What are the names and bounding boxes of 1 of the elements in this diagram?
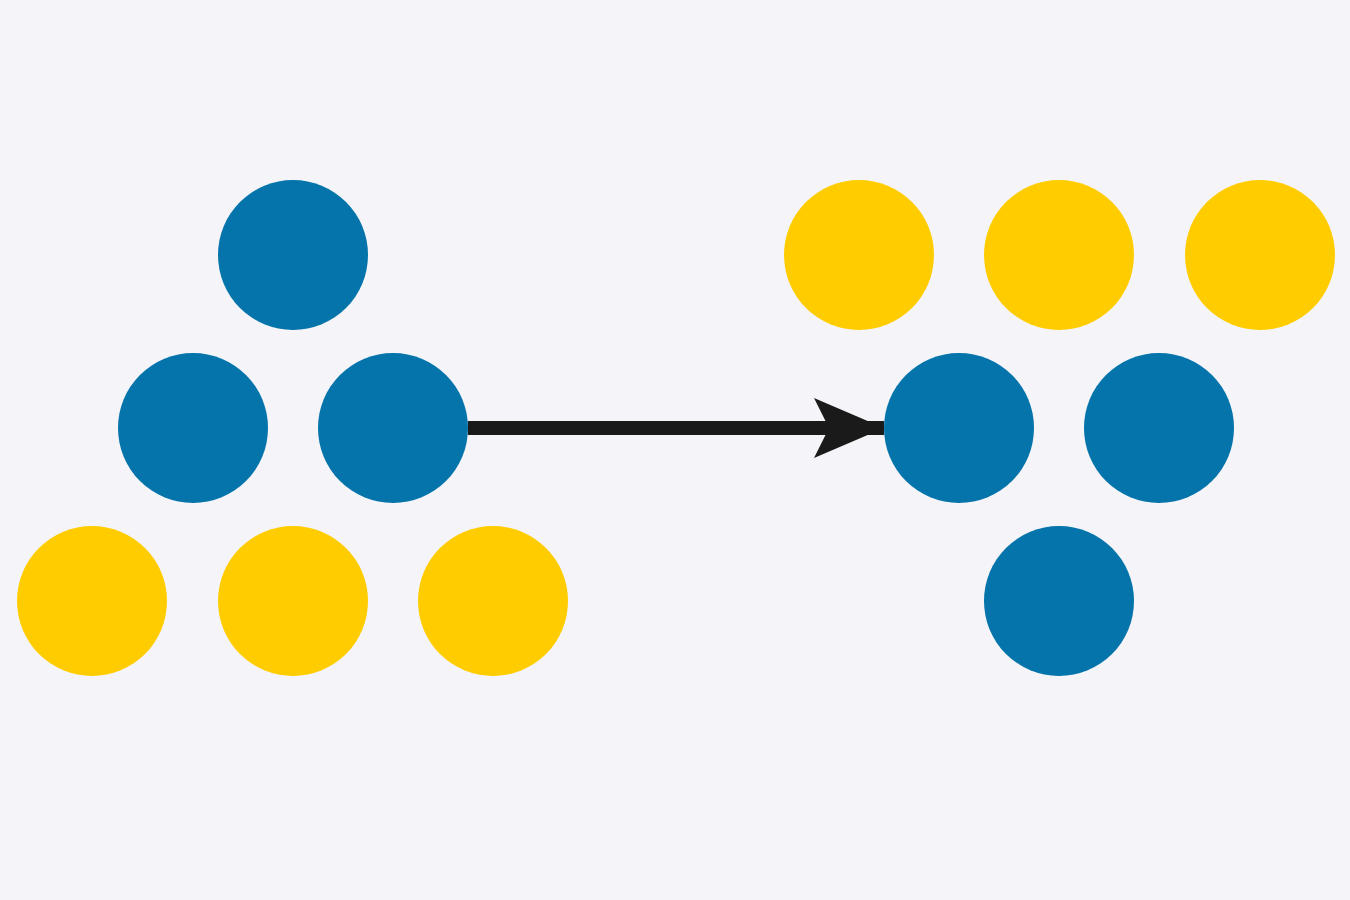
arrow bbox=[468, 398, 884, 458]
